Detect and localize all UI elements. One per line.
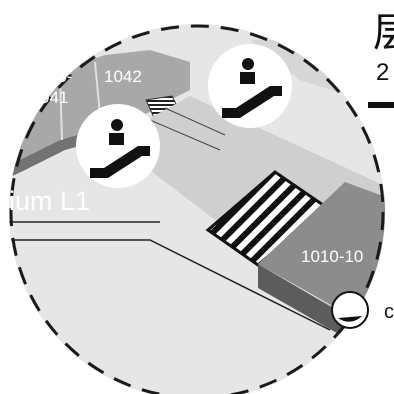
escalator-icon[interactable] [208,44,292,128]
unit-label-40: 40- [48,67,73,86]
unit-label-1042: 1042 [104,67,142,86]
floor-line-4 [164,107,226,136]
unit-label-041: 041 [40,88,68,107]
escalator-icon[interactable] [76,104,160,188]
unit-block-1010 [258,182,385,330]
edge-letter: c [384,301,394,323]
map-frame-dashed [9,24,385,394]
building-left-edge [9,130,100,182]
header-glyph: 层 [373,11,394,55]
area-label-atrium: rium L1 [0,186,90,216]
floor-line-2 [9,239,331,331]
floor-line-3 [149,119,221,151]
header-number: 2 [376,59,389,86]
location-marker[interactable] [331,291,369,329]
unit-label-1010: 1010-10 [301,247,363,266]
unit-divider-1 [94,61,101,116]
header-underline [368,102,394,108]
